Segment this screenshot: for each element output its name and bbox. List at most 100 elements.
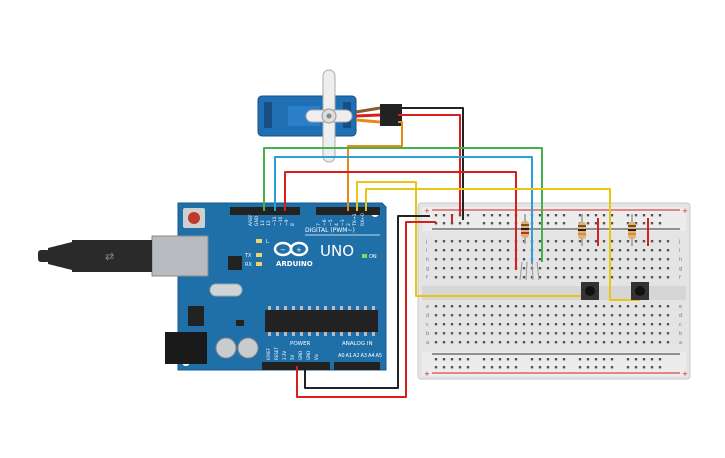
breadboard-hole[interactable] — [450, 267, 454, 270]
breadboard-hole[interactable] — [434, 249, 438, 252]
breadboard-hole[interactable] — [666, 267, 670, 270]
breadboard-hole[interactable] — [506, 341, 510, 344]
breadboard-hole[interactable] — [482, 267, 486, 270]
breadboard-hole[interactable] — [434, 332, 438, 335]
breadboard-hole[interactable] — [562, 314, 566, 317]
rail-hole[interactable] — [634, 222, 638, 225]
rail-hole[interactable] — [482, 222, 486, 225]
rail-hole[interactable] — [450, 358, 454, 361]
breadboard-hole[interactable] — [466, 341, 470, 344]
rail-hole[interactable] — [482, 358, 486, 361]
wire-green[interactable] — [263, 147, 543, 262]
breadboard-hole[interactable] — [626, 258, 630, 261]
rail-hole[interactable] — [482, 214, 486, 217]
breadboard-hole[interactable] — [562, 258, 566, 261]
rail-hole[interactable] — [514, 366, 518, 369]
breadboard-hole[interactable] — [554, 267, 558, 270]
breadboard-hole[interactable] — [618, 323, 622, 326]
breadboard-hole[interactable] — [578, 240, 582, 243]
breadboard-hole[interactable] — [650, 276, 654, 279]
breadboard-hole[interactable] — [482, 332, 486, 335]
breadboard-hole[interactable] — [634, 249, 638, 252]
breadboard-hole[interactable] — [570, 240, 574, 243]
breadboard-hole[interactable] — [634, 314, 638, 317]
breadboard-hole[interactable] — [618, 249, 622, 252]
rail-hole[interactable] — [562, 358, 566, 361]
breadboard-hole[interactable] — [458, 323, 462, 326]
breadboard-hole[interactable] — [498, 258, 502, 261]
breadboard-hole[interactable] — [602, 276, 606, 279]
breadboard-hole[interactable] — [458, 314, 462, 317]
breadboard-hole[interactable] — [442, 240, 446, 243]
breadboard-hole[interactable] — [466, 240, 470, 243]
breadboard-hole[interactable] — [530, 332, 534, 335]
breadboard-hole[interactable] — [522, 276, 526, 279]
rail-hole[interactable] — [594, 222, 598, 225]
breadboard-hole[interactable] — [474, 249, 478, 252]
rail-hole[interactable] — [642, 214, 646, 217]
breadboard-hole[interactable] — [658, 323, 662, 326]
rail-hole[interactable] — [434, 366, 438, 369]
breadboard-hole[interactable] — [522, 249, 526, 252]
breadboard-hole[interactable] — [594, 323, 598, 326]
breadboard-hole[interactable] — [530, 276, 534, 279]
breadboard-hole[interactable] — [666, 341, 670, 344]
breadboard-hole[interactable] — [570, 249, 574, 252]
rail-hole[interactable] — [442, 358, 446, 361]
breadboard-hole[interactable] — [458, 276, 462, 279]
rail-hole[interactable] — [594, 214, 598, 217]
rail-hole[interactable] — [650, 222, 654, 225]
rail-hole[interactable] — [506, 358, 510, 361]
breadboard-hole[interactable] — [546, 305, 550, 308]
breadboard-hole[interactable] — [442, 267, 446, 270]
breadboard-hole[interactable] — [554, 341, 558, 344]
breadboard-hole[interactable] — [658, 240, 662, 243]
breadboard-hole[interactable] — [490, 276, 494, 279]
breadboard-hole[interactable] — [586, 258, 590, 261]
breadboard-hole[interactable] — [610, 341, 614, 344]
breadboard-hole[interactable] — [634, 341, 638, 344]
breadboard-hole[interactable] — [586, 341, 590, 344]
breadboard-hole[interactable] — [466, 258, 470, 261]
rail-hole[interactable] — [626, 214, 630, 217]
breadboard-hole[interactable] — [618, 258, 622, 261]
resistor[interactable] — [521, 214, 529, 244]
breadboard-hole[interactable] — [618, 276, 622, 279]
rail-hole[interactable] — [650, 366, 654, 369]
breadboard-hole[interactable] — [530, 341, 534, 344]
breadboard-hole[interactable] — [578, 249, 582, 252]
rail-hole[interactable] — [458, 222, 462, 225]
breadboard-hole[interactable] — [626, 341, 630, 344]
breadboard-hole[interactable] — [562, 323, 566, 326]
rail-hole[interactable] — [642, 222, 646, 225]
breadboard-hole[interactable] — [586, 323, 590, 326]
rail-hole[interactable] — [442, 366, 446, 369]
breadboard-hole[interactable] — [594, 267, 598, 270]
rail-hole[interactable] — [458, 358, 462, 361]
breadboard-hole[interactable] — [490, 240, 494, 243]
rail-hole[interactable] — [578, 214, 582, 217]
breadboard-hole[interactable] — [434, 276, 438, 279]
breadboard-hole[interactable] — [506, 323, 510, 326]
breadboard-hole[interactable] — [442, 323, 446, 326]
breadboard-hole[interactable] — [490, 267, 494, 270]
breadboard-hole[interactable] — [538, 258, 542, 261]
breadboard-hole[interactable] — [538, 323, 542, 326]
rail-hole[interactable] — [482, 366, 486, 369]
rail-hole[interactable] — [458, 366, 462, 369]
rail-hole[interactable] — [650, 214, 654, 217]
rail-hole[interactable] — [546, 358, 550, 361]
breadboard-hole[interactable] — [594, 332, 598, 335]
breadboard-hole[interactable] — [522, 341, 526, 344]
breadboard-hole[interactable] — [586, 305, 590, 308]
breadboard-hole[interactable] — [498, 323, 502, 326]
rail-hole[interactable] — [490, 222, 494, 225]
resistor[interactable] — [578, 214, 586, 246]
breadboard-hole[interactable] — [458, 240, 462, 243]
breadboard-hole[interactable] — [482, 323, 486, 326]
breadboard-hole[interactable] — [610, 249, 614, 252]
breadboard-hole[interactable] — [570, 332, 574, 335]
breadboard-hole[interactable] — [658, 314, 662, 317]
wire-red-5v[interactable] — [296, 221, 436, 398]
breadboard-hole[interactable] — [546, 341, 550, 344]
